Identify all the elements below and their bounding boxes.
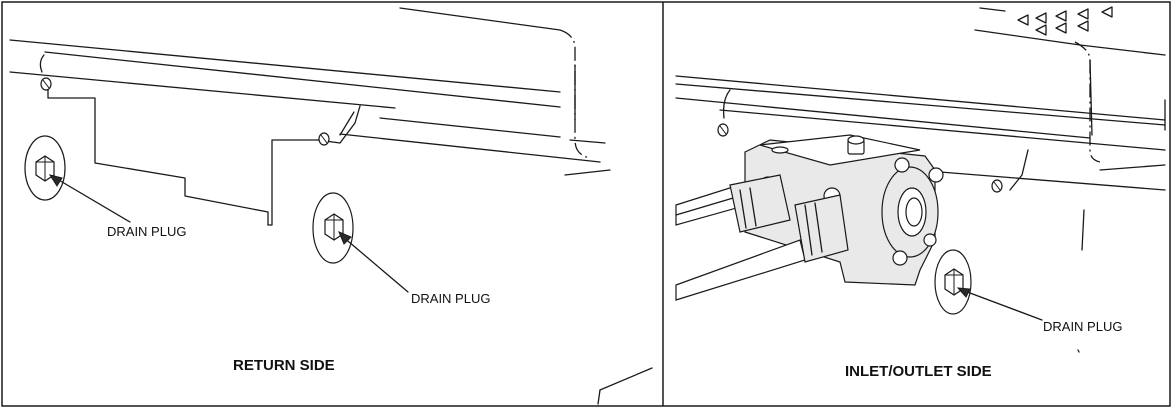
vent-louvers bbox=[1017, 6, 1113, 36]
drain-plug-3 bbox=[934, 249, 1043, 321]
drain-plug-label-3: DRAIN PLUG bbox=[1043, 319, 1122, 334]
return-side-caption: RETURN SIDE bbox=[233, 357, 335, 374]
drain-plug-label-1: DRAIN PLUG bbox=[107, 224, 186, 239]
drain-plug-2 bbox=[312, 192, 409, 293]
unit-housing-left bbox=[9, 7, 653, 405]
drain-plug-1 bbox=[24, 135, 131, 223]
cover-plate-right bbox=[717, 89, 1029, 193]
drain-plug-label-2: DRAIN PLUG bbox=[411, 291, 490, 306]
unit-housing-right bbox=[675, 6, 1166, 353]
inlet-outlet-side-caption: INLET/OUTLET SIDE bbox=[845, 363, 992, 380]
inlet-outlet-side-panel: DRAIN PLUG INLET/OUTLET SIDE bbox=[675, 6, 1166, 380]
cover-plate-left bbox=[39, 54, 361, 226]
return-side-panel: DRAIN PLUG DRAIN PLUG RETURN SIDE bbox=[9, 7, 653, 405]
pipe-header-assembly bbox=[675, 134, 944, 301]
